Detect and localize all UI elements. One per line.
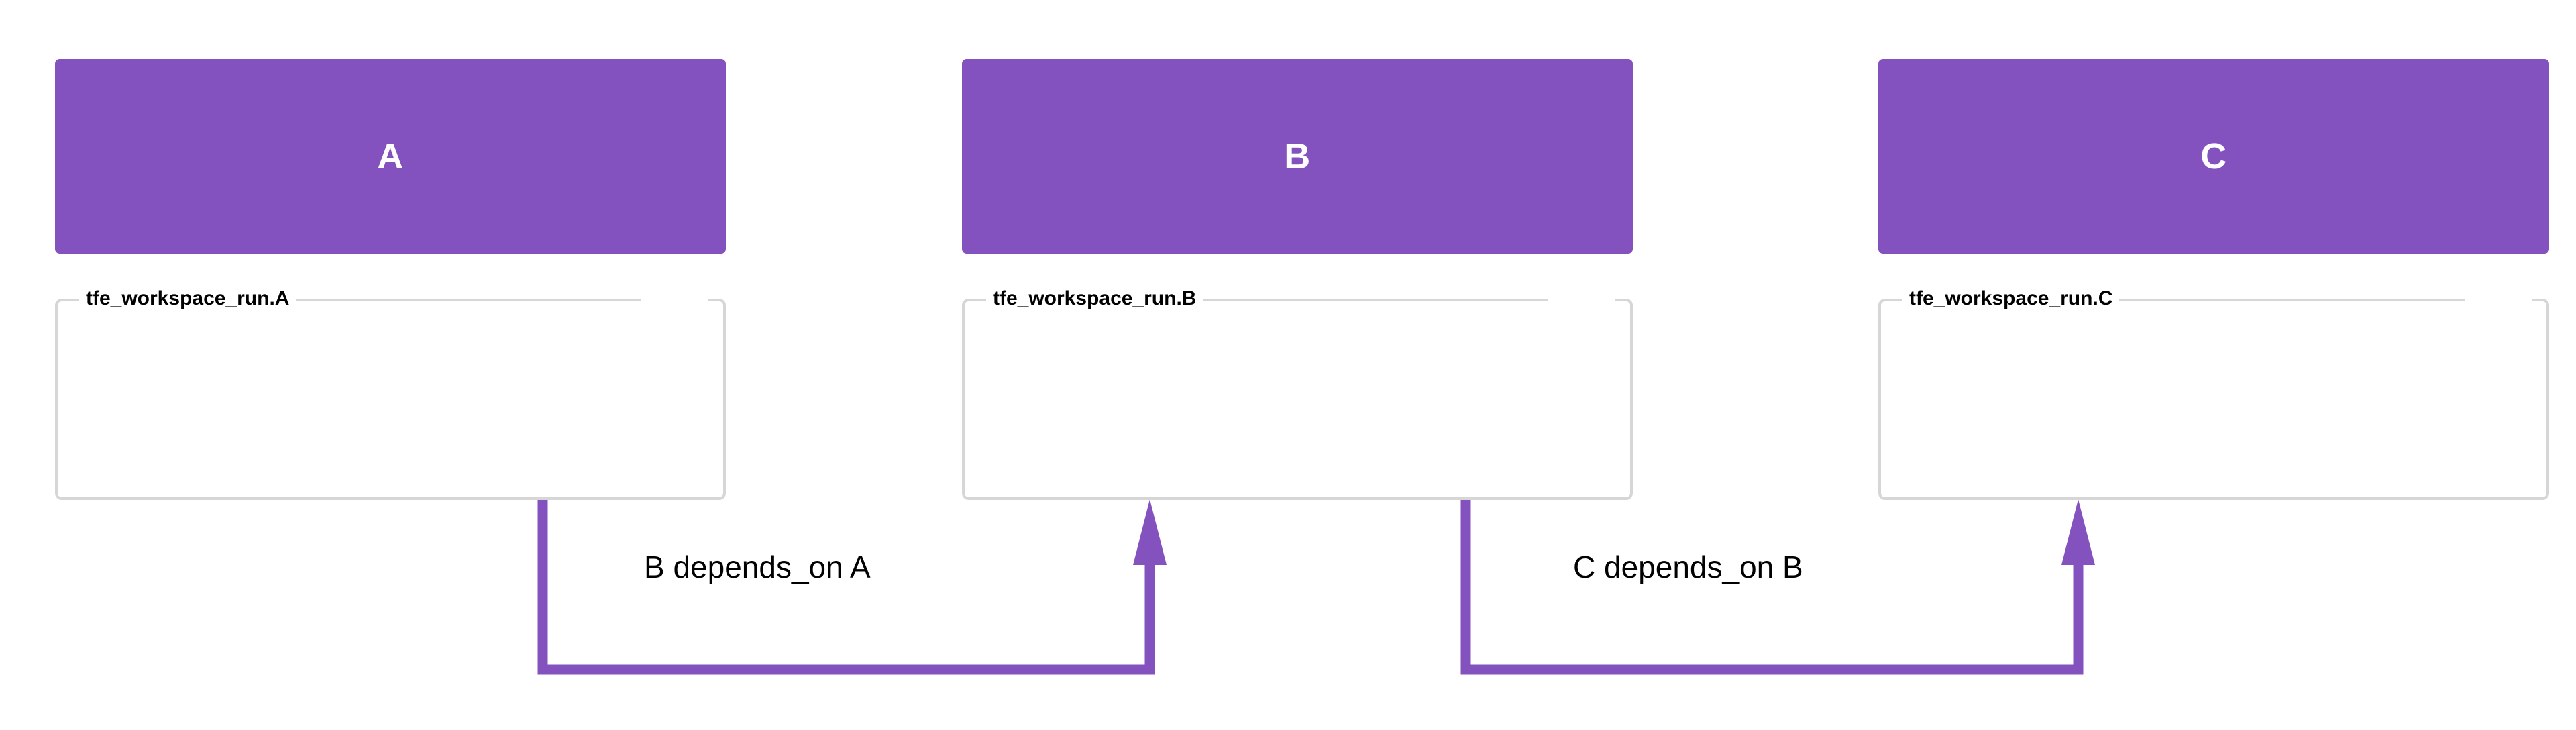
- edge-path: [1460, 500, 2084, 675]
- arrowhead-icon: [2061, 499, 2095, 565]
- node-header-c[interactable]: C: [1878, 59, 2549, 254]
- node-title: A: [377, 136, 404, 176]
- node-body-label: tfe_workspace_run.C: [1902, 287, 2120, 309]
- node-title: B: [1284, 136, 1311, 176]
- node-title: C: [2200, 136, 2227, 176]
- node-body-notch: [1548, 297, 1615, 303]
- node-body-b[interactable]: tfe_workspace_run.B: [962, 287, 1633, 500]
- node-header-a[interactable]: A: [55, 59, 726, 254]
- node-body-notch: [2465, 297, 2532, 303]
- edge-path: [537, 500, 1155, 675]
- edge-label-c-depends-on-b: C depends_on B: [1573, 550, 1803, 584]
- node-body-c[interactable]: tfe_workspace_run.C: [1878, 287, 2549, 500]
- edge-b-depends-on-a: [537, 499, 1167, 675]
- arrowhead-icon: [1133, 499, 1167, 565]
- node-body-label: tfe_workspace_run.B: [986, 287, 1203, 309]
- node-header-b[interactable]: B: [962, 59, 1633, 254]
- node-body-label: tfe_workspace_run.A: [79, 287, 297, 309]
- edge-c-depends-on-b: [1460, 499, 2095, 675]
- node-body-notch: [641, 297, 708, 303]
- node-body-a[interactable]: tfe_workspace_run.A: [55, 287, 726, 500]
- edge-label-b-depends-on-a: B depends_on A: [644, 550, 871, 584]
